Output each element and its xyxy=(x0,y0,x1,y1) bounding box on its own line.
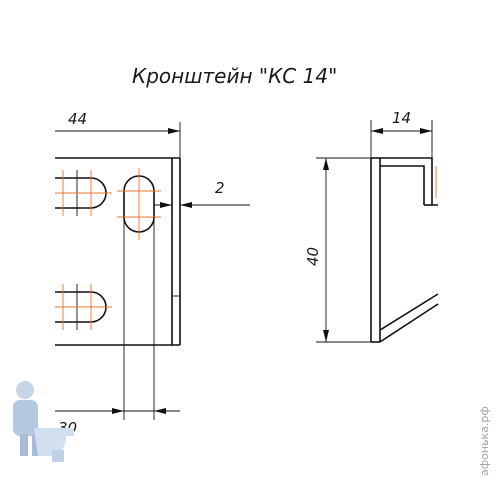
dimension-44: 44 xyxy=(55,110,181,158)
front-view xyxy=(55,157,181,420)
slot-upper-left xyxy=(55,170,112,216)
plumber-mascot-icon xyxy=(13,381,74,462)
dimension-40: 40 xyxy=(304,157,371,343)
dimension-14: 14 xyxy=(370,109,433,158)
dimension-2: 2 xyxy=(154,179,250,208)
dimension-40-label: 40 xyxy=(304,247,322,266)
dimension-44-label: 44 xyxy=(68,110,87,128)
side-view xyxy=(370,157,439,343)
slot-lower-left xyxy=(55,284,112,330)
watermark: афонька.рф xyxy=(478,406,491,476)
drawing-title: Кронштейн "КС 14" xyxy=(132,64,337,88)
dimension-14-label: 14 xyxy=(392,109,411,127)
dimension-2-label: 2 xyxy=(215,179,225,197)
